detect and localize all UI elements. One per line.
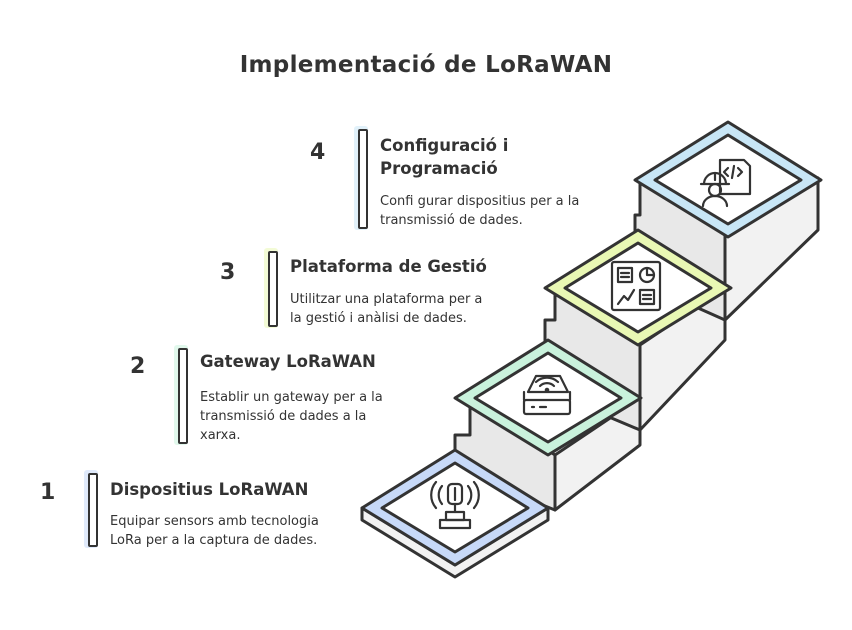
step-1-desc-line: Equipar sensors amb tecnologia: [110, 514, 319, 529]
step-3-description: Utilitzar una plataforma per a la gestió…: [290, 290, 482, 328]
step-4-number: 4: [310, 140, 326, 165]
step-2-desc-line: xarxa.: [200, 428, 241, 443]
dashboard-icon: [610, 260, 662, 312]
step-4-desc-line: transmissió de dades.: [380, 213, 523, 228]
diagram-title: Implementació de LoRaWAN: [239, 52, 613, 78]
step-2-bar: [178, 348, 188, 444]
step-4-bar: [358, 129, 368, 229]
wifi-router-icon: [522, 374, 572, 416]
step-4-description: Confi gurar dispositius per a la transmi…: [380, 192, 579, 230]
step-4-title-line: Configuració i: [380, 136, 509, 155]
step-2-desc-line: transmissió de dades a la: [200, 409, 367, 424]
step-1-desc-line: LoRa per a la captura de dades.: [110, 533, 318, 548]
antenna-sensor-icon: [430, 480, 480, 530]
step-1-bar: [88, 473, 98, 547]
step-2-title: Gateway LoRaWAN: [200, 352, 376, 371]
step-4-desc-line: Confi gurar dispositius per a la: [380, 194, 580, 209]
step-4-title-line: Programació: [380, 159, 498, 178]
step-4-title: Configuració i Programació: [380, 134, 508, 180]
step-1-description: Equipar sensors amb tecnologia LoRa per …: [110, 512, 319, 550]
step-3-bar: [268, 251, 278, 327]
step-2-description: Establir un gateway per a la transmissió…: [200, 388, 383, 445]
step-2-desc-line: Establir un gateway per a la: [200, 390, 383, 405]
step-3-number: 3: [220, 260, 236, 285]
step-4-tread: [633, 120, 823, 239]
step-1-title: Dispositius LoRaWAN: [110, 480, 309, 499]
step-3-desc-line: Utilitzar una plataforma per a: [290, 292, 483, 307]
step-2-number: 2: [130, 354, 146, 379]
step-2-tread: [453, 338, 643, 457]
step-1-number: 1: [40, 480, 56, 505]
step-3-desc-line: la gestió i anàlisi de dades.: [290, 311, 467, 326]
step-3-tread: [543, 228, 733, 347]
engineer-code-icon: [699, 158, 752, 208]
step-3-title: Plataforma de Gestió: [290, 257, 487, 276]
